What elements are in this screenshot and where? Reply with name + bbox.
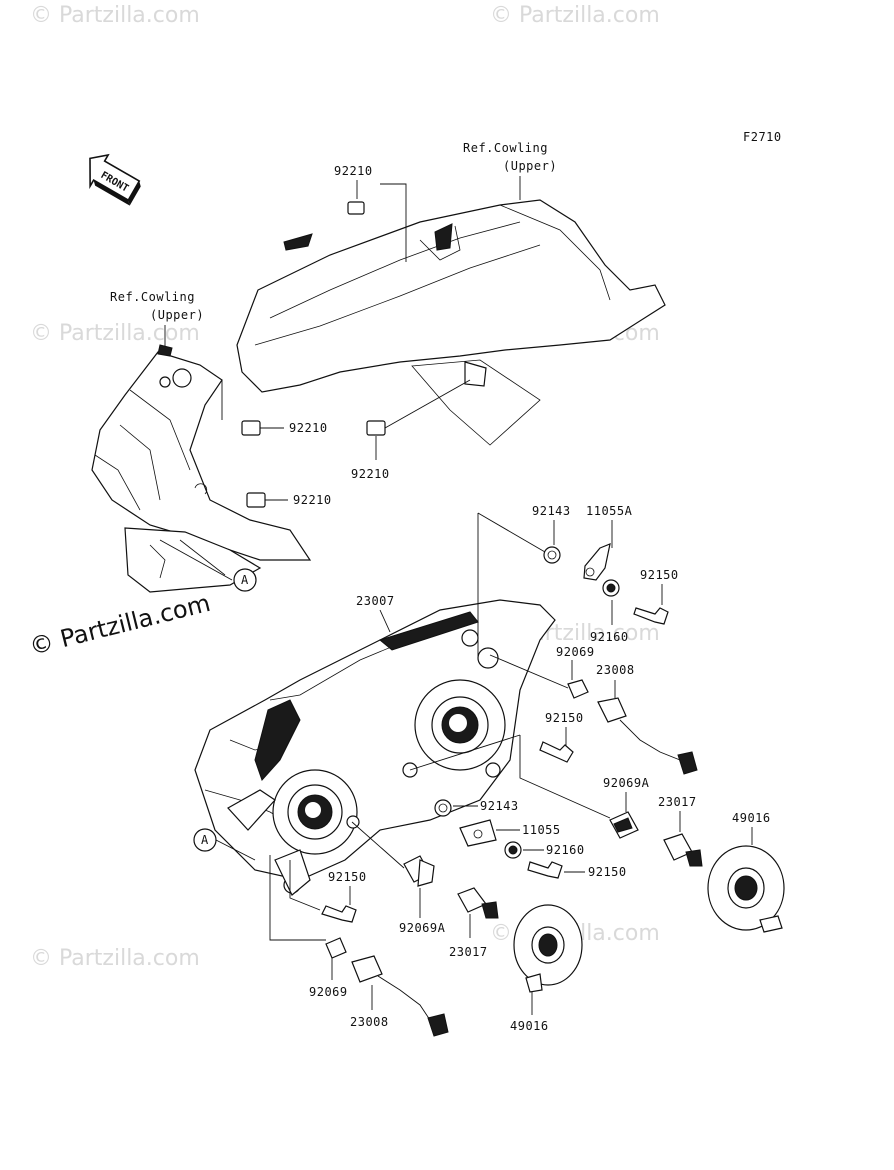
watermark: © Partzilla.com — [490, 3, 660, 28]
socket-23017 — [663, 833, 703, 867]
collar-92143 — [434, 799, 452, 817]
watermark: © Partzilla.com — [30, 321, 200, 346]
label-49016: 49016 — [732, 811, 771, 825]
bulb-92069A — [609, 811, 639, 839]
front-arrow-icon: FRONT — [89, 153, 141, 206]
label-92210: 92210 — [293, 493, 332, 507]
bolt-92150 — [527, 861, 563, 879]
bracket-11055A — [583, 543, 611, 581]
callout-a-letter: A — [201, 833, 209, 847]
watermark: © Partzilla.com — [30, 3, 200, 28]
ref-cowling-right-line2: (Upper) — [503, 159, 557, 173]
bulb-92069 — [567, 679, 589, 699]
label-23007: 23007 — [356, 594, 395, 608]
label-11055A: 11055A — [586, 504, 633, 518]
callout-a-letter: A — [241, 573, 249, 587]
label-92069: 92069 — [309, 985, 348, 999]
label-92160: 92160 — [590, 630, 629, 644]
watermark-main: © Partzilla.com — [27, 589, 213, 661]
clip-nut-92210 — [366, 420, 386, 436]
watermark: © Partzilla.com — [30, 946, 200, 971]
socket-23008 — [351, 955, 449, 1037]
ref-cowling-right-line1: Ref.Cowling — [463, 141, 548, 155]
label-92069A: 92069A — [603, 776, 650, 790]
bolt-92150 — [633, 607, 669, 625]
bulb-92069 — [325, 937, 347, 959]
label-23008: 23008 — [350, 1015, 389, 1029]
bracket-11055 — [459, 819, 497, 847]
label-92150: 92150 — [588, 865, 627, 879]
label-92210: 92210 — [289, 421, 328, 435]
label-92143: 92143 — [480, 799, 519, 813]
label-92150: 92150 — [545, 711, 584, 725]
label-23008: 23008 — [596, 663, 635, 677]
label-92160: 92160 — [546, 843, 585, 857]
clip-nut-92210 — [241, 420, 261, 436]
label-92210: 92210 — [334, 164, 373, 178]
label-92150: 92150 — [640, 568, 679, 582]
label-92210: 92210 — [351, 467, 390, 481]
clip-nut-92210 — [347, 201, 365, 215]
bolt-92150 — [539, 741, 574, 763]
upper-cowling-left — [91, 344, 312, 593]
collar-92143 — [543, 546, 561, 564]
ref-cowling-left-line1: Ref.Cowling — [110, 290, 195, 304]
diagram-code: F2710 — [743, 130, 782, 144]
ref-cowling-left-line2: (Upper) — [150, 308, 204, 322]
socket-23008 — [597, 697, 698, 775]
label-49016: 49016 — [510, 1019, 549, 1033]
clip-nut-92210 — [246, 492, 266, 508]
label-92069A: 92069A — [399, 921, 446, 935]
label-23017: 23017 — [658, 795, 697, 809]
label-92069: 92069 — [556, 645, 595, 659]
socket-23017 — [457, 887, 499, 919]
bulb-92069A — [403, 855, 435, 887]
label-92143: 92143 — [532, 504, 571, 518]
label-11055: 11055 — [522, 823, 561, 837]
bolt-92150 — [321, 905, 357, 923]
upper-cowling — [236, 199, 666, 446]
cover-49016 — [513, 904, 583, 993]
label-23017: 23017 — [449, 945, 488, 959]
cover-49016 — [707, 845, 785, 933]
headlight-assembly — [194, 599, 556, 896]
callout-a — [233, 568, 257, 592]
label-92150: 92150 — [328, 870, 367, 884]
